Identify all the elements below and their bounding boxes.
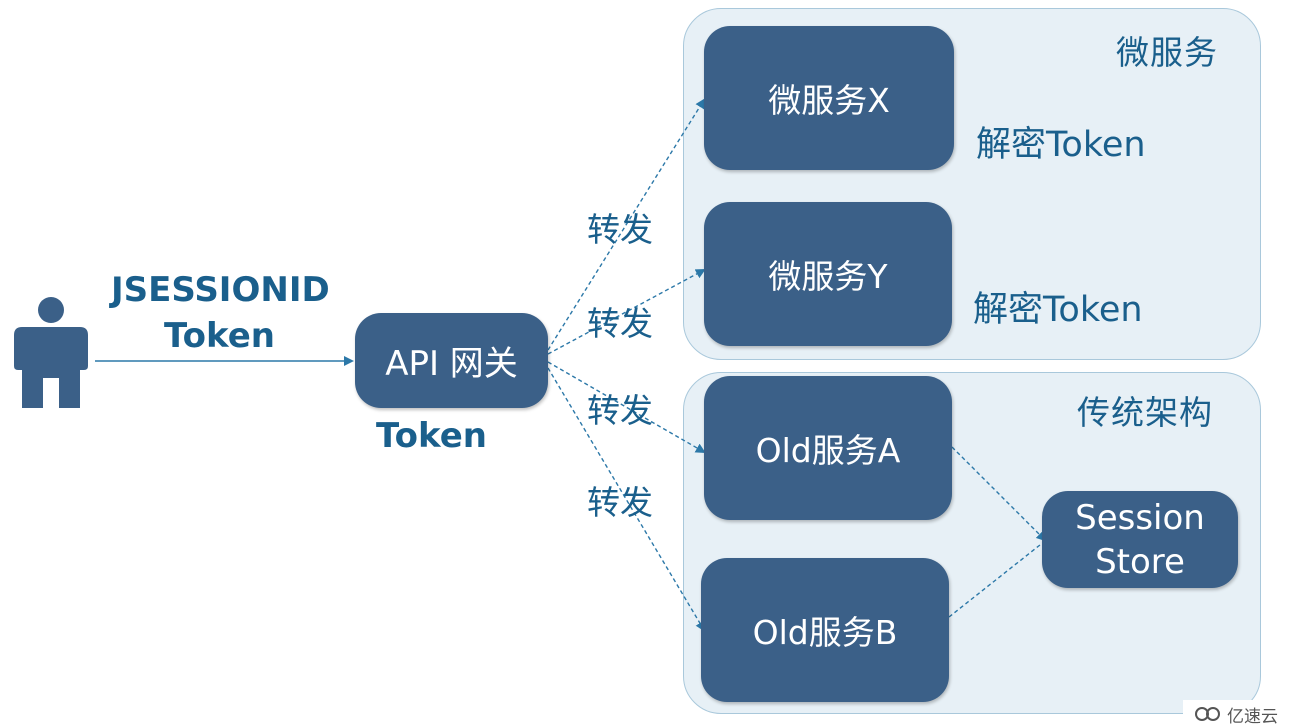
microservice-x-node: 微服务X [704,26,954,170]
microservice-y-node: 微服务Y [704,202,952,346]
service-b-to-session-store-edge [948,540,1046,618]
gateway-to-service-x-edge [547,98,706,351]
gateway-token-label: Token [376,416,487,456]
api-gateway-node: API 网关 [355,313,548,408]
client-token-label: Token [164,316,275,356]
service-a-to-session-store-edge [951,446,1047,542]
legacy-service-b-node: Old服务B [701,558,949,702]
session-store-line1: Session [1075,497,1205,538]
legacy-service-a-node: Old服务A [704,376,952,520]
watermark: 亿速云 [1183,700,1292,728]
microservices-group-title: 微服务 [1116,33,1218,72]
client-session-label: JSESSIONID [111,270,330,310]
forward-label-2: 转发 [587,304,653,343]
watermark-text: 亿速云 [1227,706,1278,727]
microservice-x-note: 解密Token [976,125,1146,165]
gateway-to-service-a-edge [547,361,706,453]
microservice-y-note: 解密Token [973,290,1143,330]
forward-label-4: 转发 [587,483,653,522]
session-store-line2: Store [1095,541,1185,582]
cloud-logo-icon [1195,707,1220,721]
forward-label-1: 转发 [587,210,653,249]
gateway-to-service-b-edge [547,367,706,632]
user-icon [14,297,88,408]
session-store-node: Session Store [1042,491,1238,588]
gateway-to-service-y-edge [547,269,706,355]
forward-label-3: 转发 [587,391,653,430]
legacy-group-title: 传统架构 [1077,393,1213,432]
